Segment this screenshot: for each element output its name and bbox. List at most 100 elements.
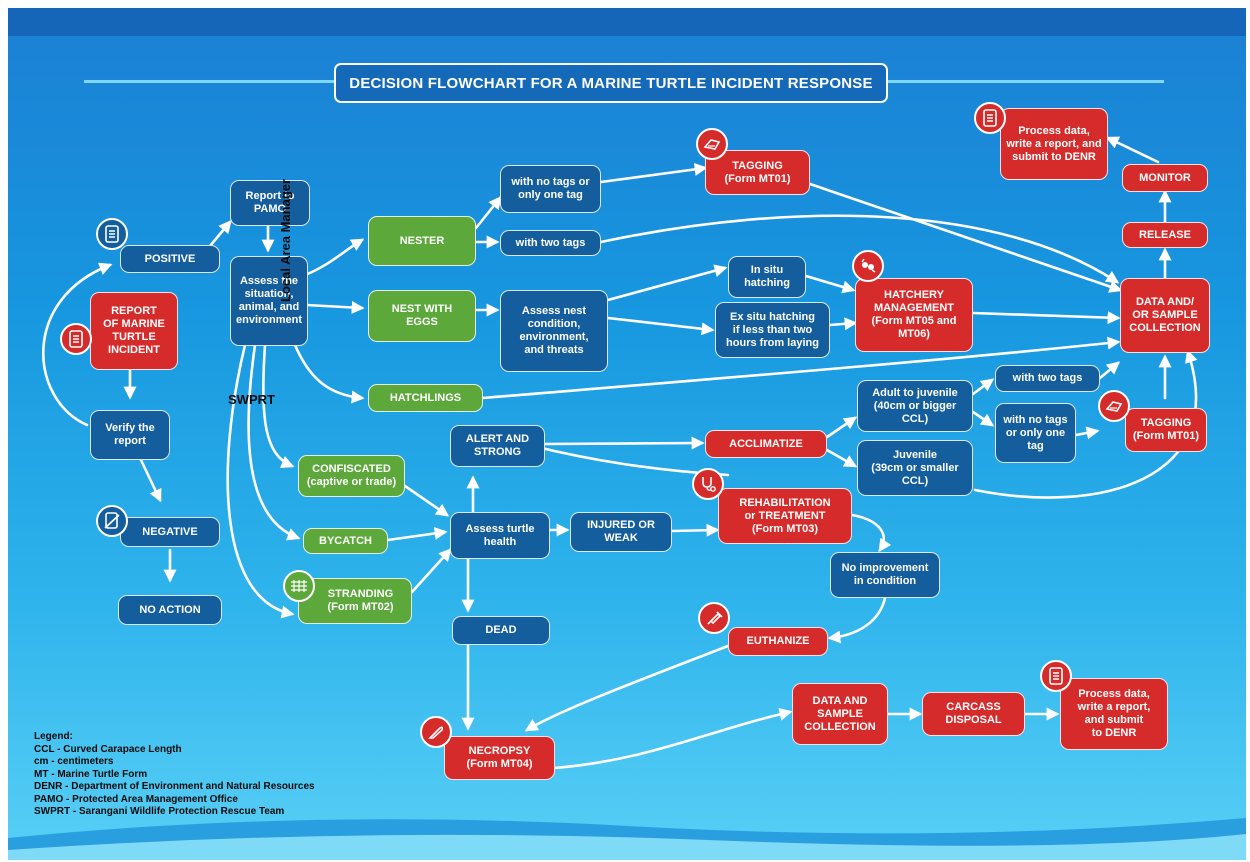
node-hatchlings: HATCHLINGS [368, 384, 483, 412]
arrow [304, 300, 365, 314]
node-hatchery-management: HATCHERY MANAGEMENT (Form MT05 and MT06) [855, 278, 973, 352]
node-no-improvement: No improvement in condition [830, 552, 940, 598]
title-rule-right [884, 80, 1164, 83]
node-with-two-tags-mid: with two tags [995, 365, 1100, 392]
node-nest-with-eggs: NEST WITH EGGS [368, 290, 476, 342]
top-banner [8, 8, 1246, 36]
title-rule-left [84, 80, 336, 83]
node-confiscated: CONFISCATED (captive or trade) [298, 455, 405, 497]
node-no-action: NO ACTION [118, 595, 222, 625]
arrow [804, 274, 856, 294]
tag-icon [1098, 390, 1130, 422]
node-acclimatize: ACCLIMATIZE [705, 430, 827, 458]
node-report-pamo: Report to PAMO [230, 180, 310, 226]
hatchling-icon [852, 250, 884, 282]
node-necropsy: NECROPSY (Form MT04) [444, 736, 555, 780]
arrow [524, 644, 730, 732]
node-injured-or-weak: INJURED OR WEAK [570, 512, 672, 552]
arrow [599, 162, 708, 184]
arrow [827, 596, 887, 644]
node-bycatch: BYCATCH [303, 528, 388, 554]
arrow [386, 527, 448, 542]
node-with-two-tags: with two tags [500, 230, 601, 256]
arrow [825, 416, 858, 439]
scalpel-icon [420, 716, 452, 748]
arrow [138, 456, 162, 503]
arrow [293, 343, 365, 404]
node-adult-to-juvenile: Adult to juvenile (40cm or bigger CCL) [857, 380, 973, 432]
arrow [971, 410, 995, 427]
arrow [543, 436, 705, 450]
arrow [403, 484, 450, 517]
stethoscope-icon [692, 468, 724, 500]
arrow [606, 316, 715, 336]
node-release: RELEASE [1122, 222, 1208, 248]
node-in-situ-hatching: In situ hatching [728, 256, 806, 298]
arrow [410, 548, 452, 594]
arrow [1105, 136, 1160, 164]
node-alert-and-strong: ALERT AND STRONG [450, 425, 545, 467]
node-assess-situation: Assess the situation, animal, and enviro… [230, 256, 308, 346]
legend-item: cm - centimeters [34, 756, 114, 767]
node-tagging-top: TAGGING (Form MT01) [705, 150, 810, 195]
arrow [41, 262, 113, 427]
node-stranding: STRANDING (Form MT02) [298, 578, 412, 624]
node-carcass-disposal: CARCASS DISPOSAL [922, 692, 1025, 736]
legend-item: SWPRT - Sarangani Wildlife Protection Re… [34, 806, 285, 817]
node-juvenile: Juvenile (39cm or smaller CCL) [857, 440, 973, 496]
arrow [1074, 426, 1100, 440]
label-swprt: SWPRT [228, 392, 275, 407]
arrow [828, 317, 858, 331]
legend-item: DENR - Department of Environment and Nat… [34, 781, 315, 792]
arrow [262, 343, 295, 469]
node-verify-report: Verify the report [90, 410, 170, 460]
tag-icon [696, 128, 728, 160]
arrow [599, 214, 1120, 284]
node-positive: POSITIVE [120, 245, 220, 273]
node-report-incident: REPORT OF MARINE TURTLE INCIDENT [90, 292, 178, 370]
arrow [303, 238, 365, 277]
legend-item: PAMO - Protected Area Management Office [34, 793, 238, 805]
node-data-sample-collection: DATA AND/ OR SAMPLE COLLECTION [1120, 278, 1210, 353]
page-title: DECISION FLOWCHART FOR A MARINE TURTLE I… [334, 63, 888, 103]
document-icon [96, 218, 128, 250]
node-euthanize: EUTHANIZE [728, 627, 828, 656]
arrow [606, 264, 728, 302]
report-icon [1040, 660, 1072, 692]
arrow [808, 182, 1123, 293]
legend-item: MT - Marine Turtle Form [34, 768, 148, 780]
legend-item: CCL - Curved Carapace Length [34, 743, 182, 755]
arrow [1098, 361, 1120, 380]
net-icon [283, 570, 315, 602]
arrow [850, 513, 892, 553]
node-process-data-top: Process data, write a report, and submit… [1000, 108, 1108, 180]
node-assess-nest: Assess nest condition, environment, and … [500, 290, 608, 372]
node-dead: DEAD [452, 616, 550, 645]
arrow [226, 343, 295, 619]
node-assess-turtle-health: Assess turtle health [450, 512, 550, 559]
node-rehabilitation: REHABILITATION or TREATMENT (Form MT03) [718, 488, 852, 544]
legend: Legend: CCL - Curved Carapace Length cm … [34, 731, 315, 819]
bottom-wave [8, 818, 1246, 860]
legend-heading: Legend: [34, 731, 73, 742]
report-icon [974, 102, 1006, 134]
node-negative: NEGATIVE [120, 517, 220, 547]
arrow [971, 311, 1121, 325]
arrow [247, 343, 301, 541]
document-icon [60, 323, 92, 355]
node-tagging-mid: TAGGING (Form MT01) [1125, 408, 1207, 452]
node-data-sample-bottom: DATA AND SAMPLE COLLECTION [792, 683, 888, 745]
node-monitor: MONITOR [1122, 164, 1208, 192]
node-process-data-bottom: Process data, write a report, and submit… [1060, 678, 1168, 750]
node-no-tags-or-one: with no tags or only one tag [500, 165, 601, 213]
node-ex-situ-hatching: Ex situ hatching if less than two hours … [715, 302, 830, 358]
arrow [971, 378, 995, 396]
arrow [825, 448, 858, 468]
label-local-area-manager: Local Area Manager [278, 178, 293, 302]
arrow [481, 336, 1121, 400]
syringe-icon [698, 602, 730, 634]
document-crossed-icon [96, 505, 128, 537]
arrow [670, 523, 720, 537]
